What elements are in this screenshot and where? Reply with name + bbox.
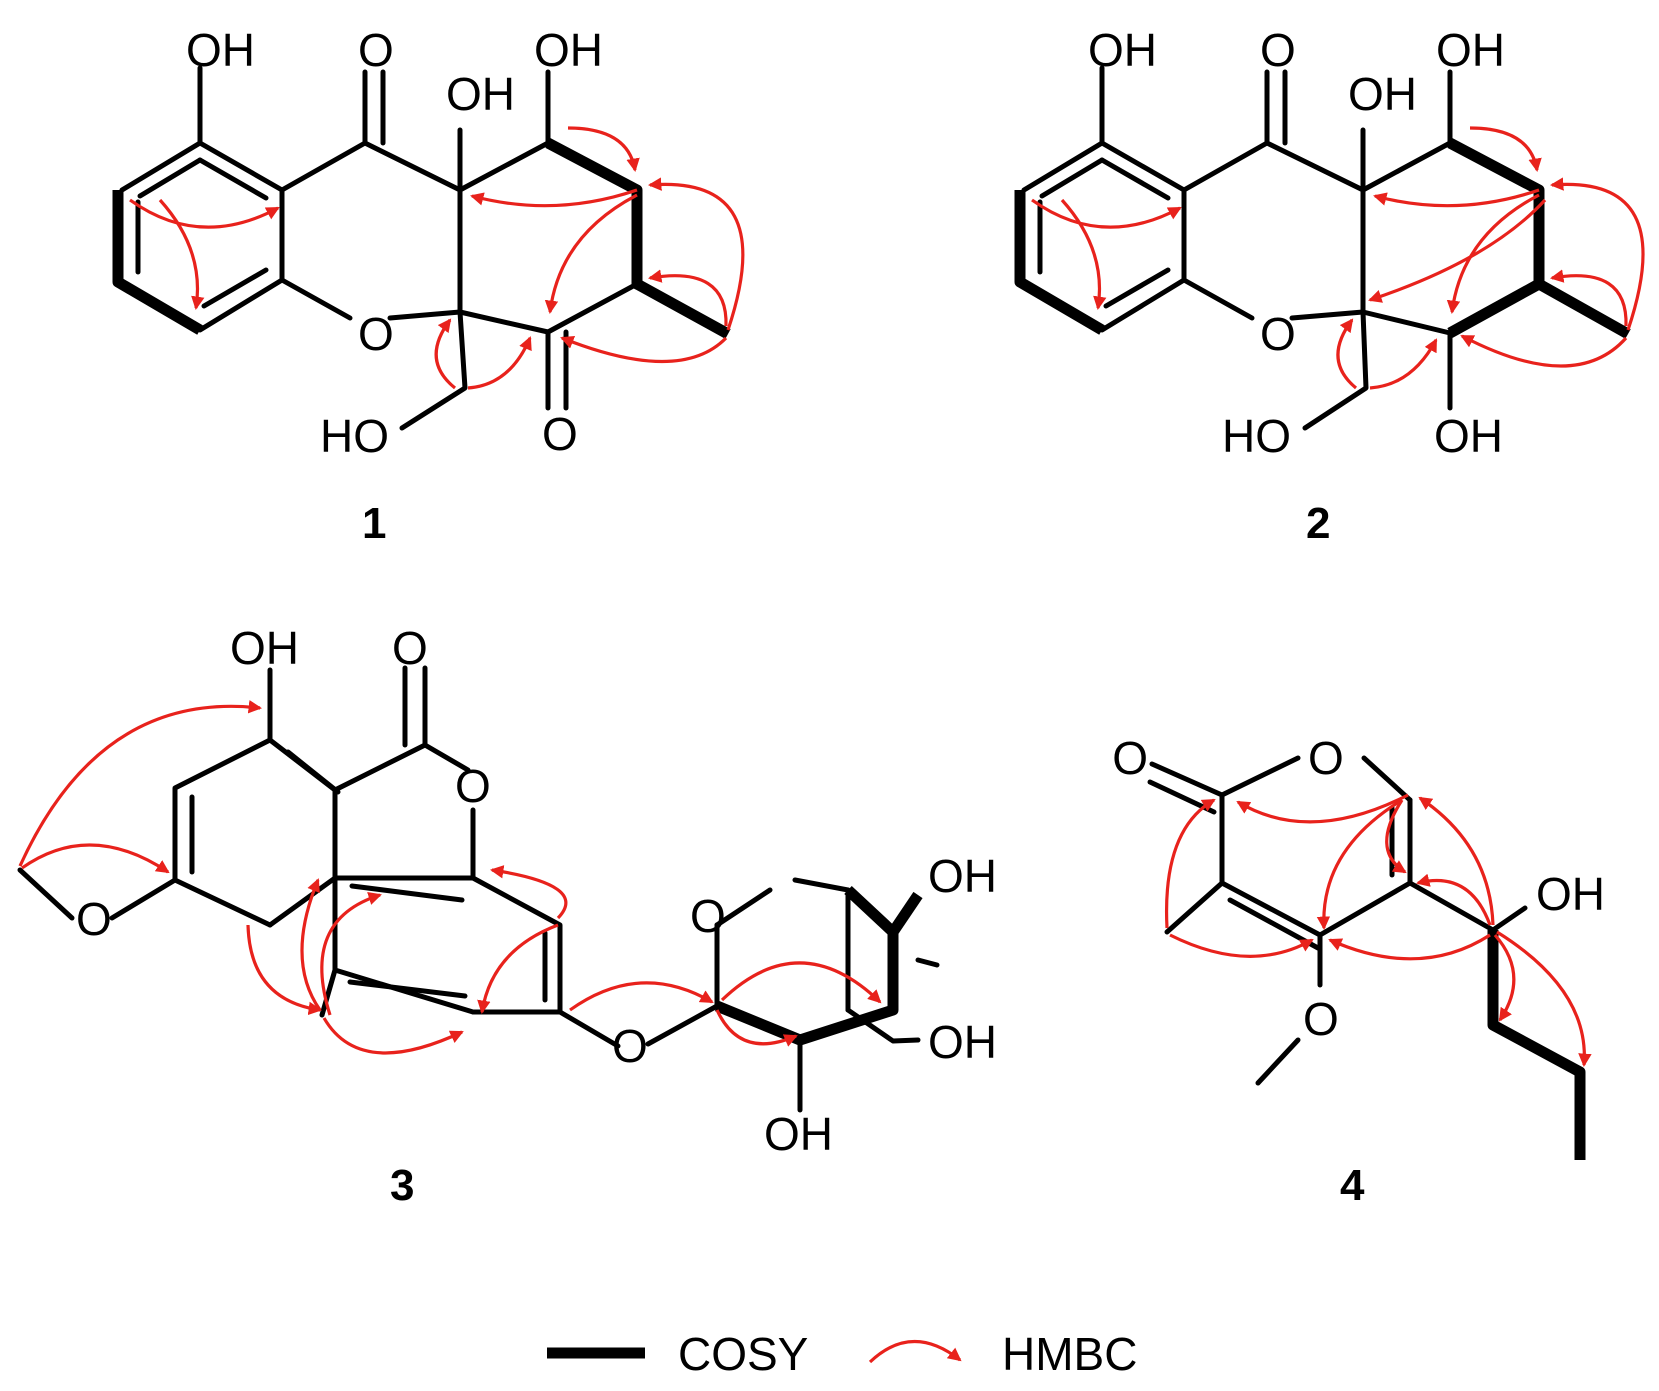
c4-o-carbonyl: O	[1112, 732, 1148, 784]
compound-3: OH O O O O O OH OH OH 3	[17, 622, 997, 1210]
compound-2-cosy	[1014, 138, 1631, 339]
c2-o-ketone: O	[1260, 24, 1296, 76]
compound-1-atoms: OH O OH OH O HO O	[186, 24, 603, 462]
c1-o-ring: O	[358, 308, 394, 360]
compound-2: OH O OH OH O HO OH 2	[1014, 24, 1645, 548]
c3-o-ring: O	[455, 760, 491, 812]
compound-3-bonds	[17, 665, 940, 1113]
c1-ho-bottom: HO	[320, 410, 389, 462]
c3-oh-sugar-1: OH	[928, 850, 997, 902]
compound-1-bonds	[119, 65, 640, 431]
legend-hmbc-arrow	[868, 1339, 962, 1364]
compound-4-hmbc	[1164, 793, 1592, 1068]
c2-o-ring: O	[1260, 308, 1296, 360]
legend-hmbc-label: HMBC	[1002, 1328, 1137, 1380]
c2-oh-bottom: OH	[1434, 410, 1503, 462]
compound-3-atoms: OH O O O O O OH OH OH	[76, 622, 997, 1160]
legend-cosy-label: COSY	[678, 1328, 808, 1380]
compound-1-hmbc	[129, 126, 745, 390]
c2-oh-tert: OH	[1348, 68, 1417, 120]
compound-4-cosy	[1487, 930, 1586, 1160]
legend: COSY HMBC	[547, 1328, 1137, 1380]
c2-ho-bottom: HO	[1222, 410, 1291, 462]
compound-4: O O OH O 4	[1112, 732, 1605, 1210]
c3-o-carbonyl: O	[392, 622, 428, 674]
c4-o-ring: O	[1308, 732, 1344, 784]
c3-o-methoxy: O	[76, 893, 112, 945]
compound-2-label: 2	[1306, 499, 1330, 548]
c3-oh-sugar-2: OH	[928, 1016, 997, 1068]
c3-oh-sugar-3: OH	[764, 1108, 833, 1160]
c3-oh-phenol: OH	[230, 622, 299, 674]
c1-o-ketone2: O	[542, 408, 578, 460]
compound-1-cosy	[112, 138, 731, 339]
c3-o-sugar-ring: O	[690, 890, 726, 942]
compound-2-atoms: OH O OH OH O HO OH	[1088, 24, 1505, 462]
c2-oh-phenol: OH	[1088, 24, 1157, 76]
compound-1: OH O OH OH O HO O 1	[112, 24, 745, 548]
c1-oh-phenol: OH	[186, 24, 255, 76]
compound-3-hmbc	[18, 700, 882, 1055]
c2-oh-top: OH	[1436, 24, 1505, 76]
c4-oh: OH	[1536, 868, 1605, 920]
c1-oh-top: OH	[534, 24, 603, 76]
compound-4-atoms: O O OH O	[1112, 732, 1605, 1045]
compound-2-bonds	[1021, 65, 1453, 431]
compound-2-hmbc	[1031, 126, 1645, 390]
compound-4-label: 4	[1340, 1161, 1365, 1210]
compound-3-label: 3	[390, 1161, 414, 1210]
compound-1-label: 1	[362, 499, 386, 548]
c1-o-ketone: O	[358, 24, 394, 76]
compound-4-bonds	[1147, 755, 1528, 1086]
c4-o-methoxy: O	[1303, 993, 1339, 1045]
c3-o-glyco: O	[612, 1020, 648, 1072]
compound-3-cosy	[714, 885, 923, 1046]
c1-oh-tert: OH	[446, 68, 515, 120]
